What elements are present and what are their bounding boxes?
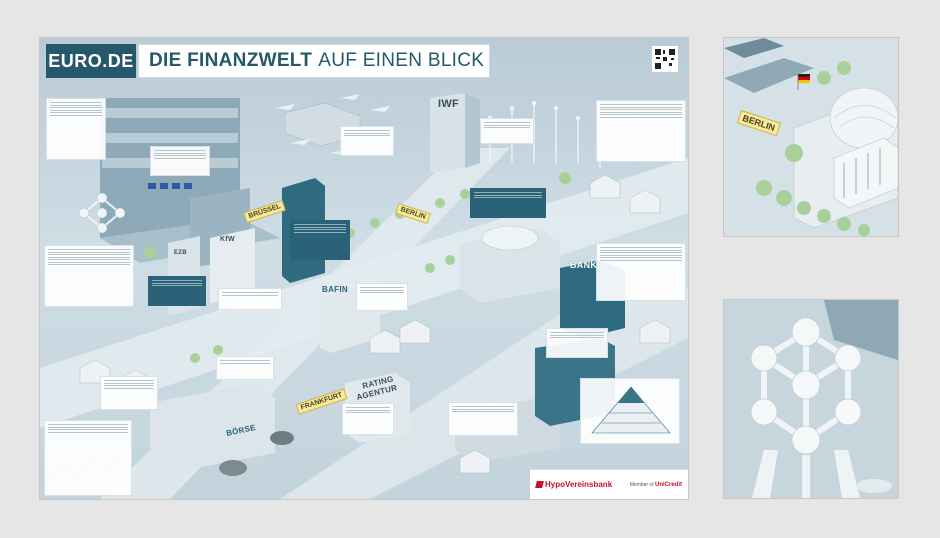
poster-title: DIE FINANZWELT AUF EINEN BLICK bbox=[138, 44, 490, 78]
label-iwf: IWF bbox=[438, 98, 460, 110]
detail-panel-berlin: BERLIN bbox=[724, 38, 898, 236]
info-box-bafin-2 bbox=[218, 288, 282, 310]
info-box-rating bbox=[342, 403, 394, 435]
qr-code-icon bbox=[652, 46, 678, 72]
title-rest: AUF EINEN BLICK bbox=[318, 50, 485, 71]
info-box-chart bbox=[44, 420, 132, 496]
label-bafin: BAFIN bbox=[322, 285, 348, 294]
info-box-shopping bbox=[448, 402, 518, 436]
info-box-energy bbox=[596, 100, 686, 162]
info-box-iwf bbox=[480, 118, 534, 144]
info-box-dax bbox=[100, 376, 158, 410]
hvb-brand: HypoVereinsbank bbox=[545, 480, 613, 489]
info-box-kfw bbox=[290, 220, 350, 260]
hypovereinsbank-logo: HypoVereinsbank bbox=[535, 480, 613, 489]
label-kfw: KfW bbox=[220, 236, 235, 243]
atomium-detail-illustration bbox=[724, 300, 898, 498]
info-box-g20 bbox=[340, 126, 394, 156]
member-of-unicredit: Member of UniCredit bbox=[630, 482, 682, 488]
detail-panel-atomium bbox=[724, 300, 898, 498]
info-box-bundestag bbox=[470, 188, 546, 218]
info-box-bank bbox=[596, 243, 686, 301]
site-logo: EURO.DE bbox=[46, 44, 136, 78]
pyramid-graphic bbox=[591, 386, 671, 434]
label-ezb: EZB bbox=[174, 250, 187, 256]
member-prefix: Member of bbox=[629, 481, 654, 488]
unicredit-brand: UniCredit bbox=[655, 481, 682, 488]
info-box-eu bbox=[150, 146, 210, 176]
berlin-detail-illustration bbox=[724, 38, 898, 236]
poster-image: EURO.DE DIE FINANZWELT AUF EINEN BLICK bbox=[40, 38, 688, 499]
label-bank: BANK bbox=[570, 260, 598, 270]
info-box-pyramid bbox=[580, 378, 680, 444]
info-box-bafin bbox=[356, 283, 408, 311]
info-box-boerse-top bbox=[216, 356, 274, 380]
info-box-sparkasse bbox=[546, 328, 608, 358]
hvb-mark-icon bbox=[535, 481, 544, 488]
info-box-euro-zone bbox=[46, 98, 106, 160]
info-box-ezb bbox=[148, 276, 206, 306]
info-box-leitzins bbox=[44, 245, 134, 307]
sponsor-bar: HypoVereinsbank Member of UniCredit bbox=[530, 469, 688, 499]
title-bold: DIE FINANZWELT bbox=[149, 50, 313, 71]
